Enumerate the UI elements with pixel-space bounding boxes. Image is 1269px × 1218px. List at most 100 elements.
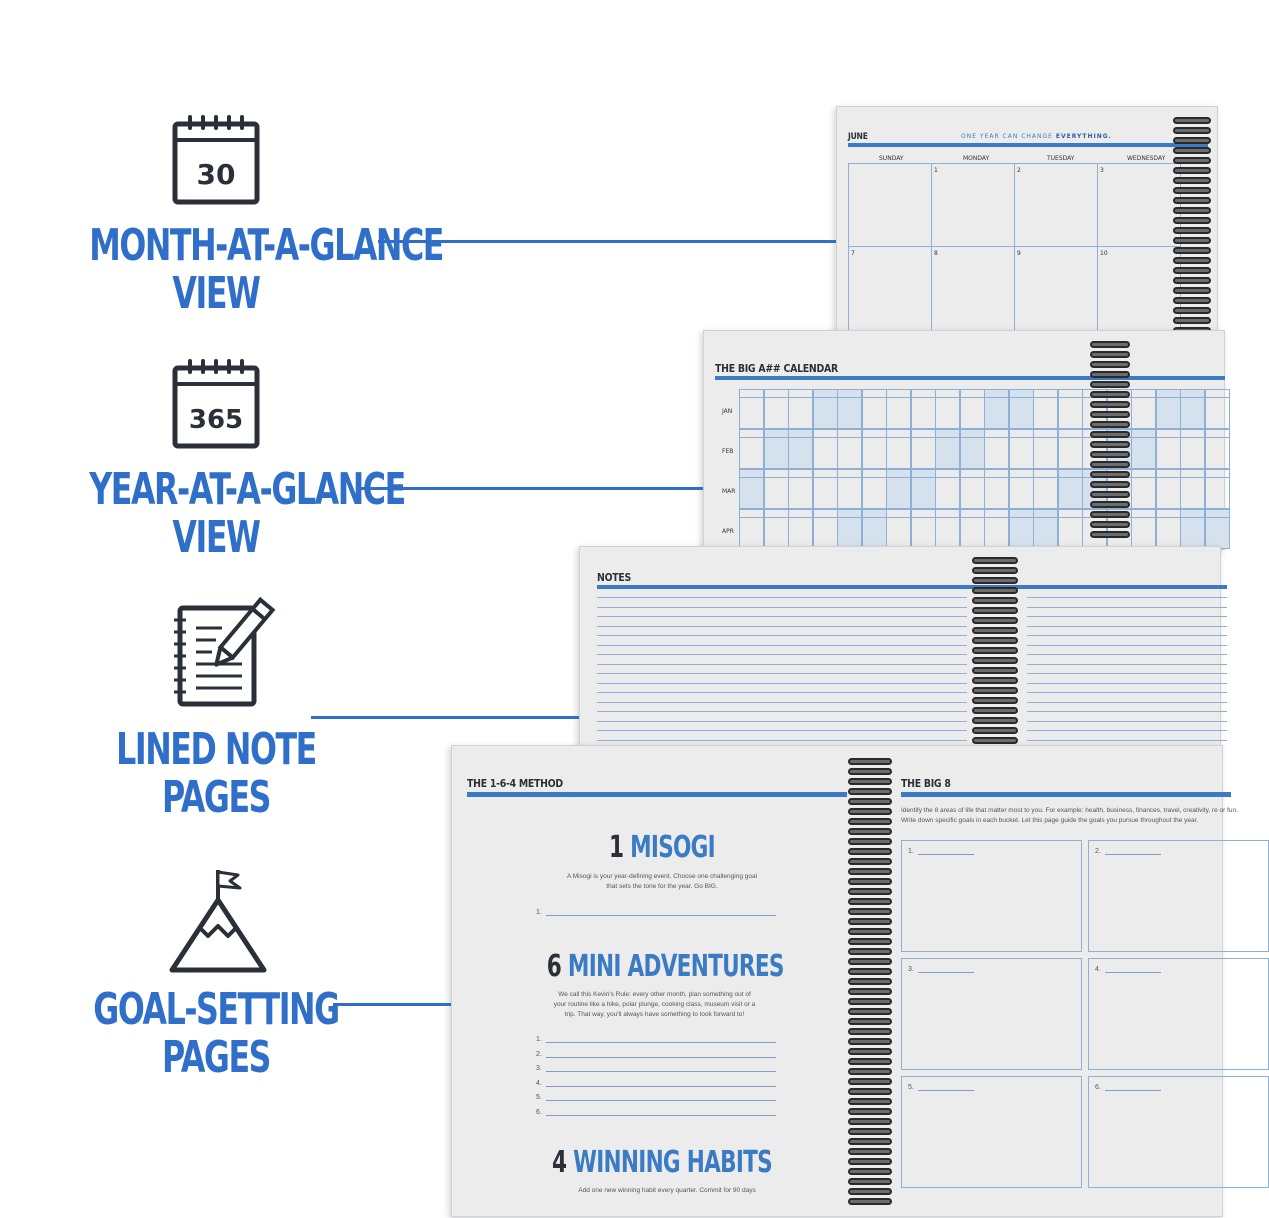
spiral-coil [1090, 351, 1130, 358]
year-day-cell [910, 469, 936, 509]
spiral-coil [848, 1048, 892, 1055]
month-cell [848, 163, 932, 247]
spiral-binding [1173, 117, 1213, 337]
spiral-coil [1173, 287, 1211, 294]
note-line [597, 711, 967, 712]
spiral-coil [848, 1138, 892, 1145]
year-day-cell [1180, 389, 1205, 429]
spiral-coil [1173, 277, 1211, 284]
spiral-coil [848, 1038, 892, 1045]
spiral-coil [848, 1068, 892, 1075]
note-line [1027, 654, 1227, 655]
spiral-coil [1173, 117, 1211, 124]
spiral-coil [972, 627, 1018, 634]
spiral-coil [848, 848, 892, 855]
note-line [1027, 692, 1227, 693]
spiral-coil [972, 697, 1018, 704]
note-line [1027, 739, 1227, 741]
spiral-coil [1173, 227, 1211, 234]
spiral-coil [1173, 257, 1211, 264]
spiral-coil [848, 828, 892, 835]
spiral-coil [848, 998, 892, 1005]
month-title: JUNE [848, 132, 868, 142]
big8-box-6 [1088, 1076, 1269, 1188]
spiral-coil [848, 818, 892, 825]
spiral-coil [1173, 187, 1211, 194]
note-line [1027, 720, 1227, 722]
spiral-coil [848, 948, 892, 955]
month-cell [1097, 163, 1181, 247]
date-number: 9 [1017, 250, 1021, 257]
big8-box-label: 4. [1095, 966, 1161, 973]
spiral-coil [972, 677, 1018, 684]
adventure-line: 3. [536, 1065, 776, 1072]
note-line [597, 682, 967, 684]
connector-notes [311, 716, 579, 719]
year-calendar-grid [739, 389, 1230, 549]
spiral-coil [848, 958, 892, 965]
adventure-line-number: 1. [536, 1036, 542, 1043]
note-line [1027, 644, 1227, 646]
big8-box-label: 1. [908, 848, 974, 855]
note-line [1027, 701, 1227, 703]
winning-habits-heading: 4 WINNING HABITS [551, 1145, 773, 1180]
spiral-coil [848, 1058, 892, 1065]
mountain-flag-icon [168, 866, 268, 979]
spiral-coil [848, 888, 892, 895]
spiral-coil [1173, 297, 1211, 304]
spiral-coil [848, 768, 892, 775]
note-line [597, 730, 967, 731]
spiral-coil [1173, 197, 1211, 204]
spiral-coil [1090, 451, 1130, 458]
spiral-coil [1090, 441, 1130, 448]
spiral-coil [972, 567, 1018, 574]
note-line [597, 635, 967, 636]
spiral-coil [1173, 207, 1211, 214]
year-day-cell [1204, 429, 1230, 469]
month-label-feb: FEB [722, 448, 734, 455]
month-label-jan: JAN [722, 408, 733, 415]
spiral-coil [848, 1088, 892, 1095]
spiral-coil [848, 788, 892, 795]
calendar-365-text: 365 [189, 405, 243, 435]
note-line [1027, 711, 1227, 712]
year-row-header [739, 389, 1229, 398]
spiral-coil [972, 647, 1018, 654]
month-cell [931, 246, 1015, 336]
day-header-monday: MONDAY [963, 155, 990, 162]
spiral-coil [848, 1148, 892, 1155]
spiral-coil [848, 1108, 892, 1115]
calendar-30-icon: 30 [172, 114, 260, 211]
goal-setting-spread: THE 1-6-4 METHOD 1 MISOGI A Misogi is yo… [451, 745, 1269, 1218]
spiral-coil [1090, 501, 1130, 508]
note-line [1027, 663, 1227, 665]
spiral-coil [1090, 371, 1130, 378]
spiral-coil [1173, 307, 1211, 314]
spiral-coil [1173, 157, 1211, 164]
spiral-coil [848, 758, 892, 765]
spiral-coil [848, 908, 892, 915]
spiral-coil [848, 808, 892, 815]
spiral-coil [972, 597, 1018, 604]
month-cell [848, 246, 932, 336]
year-day-cell [1204, 509, 1230, 549]
month-at-a-glance-page: JUNE ONE YEAR CAN CHANGE EVERYTHING. SUN… [836, 106, 1218, 340]
note-lines [597, 597, 1227, 747]
method-title: THE 1-6-4 METHOD [467, 777, 563, 790]
spiral-binding [848, 758, 894, 1218]
adventure-line-number: 4. [536, 1079, 542, 1087]
spiral-binding [972, 557, 1020, 749]
note-line [597, 692, 967, 693]
adventure-line-number: 2. [536, 1050, 542, 1058]
spiral-coil [972, 617, 1018, 624]
year-row-header [739, 429, 1229, 438]
date-number: 8 [934, 250, 938, 257]
spiral-coil [848, 778, 892, 785]
date-number: 1 [934, 167, 938, 174]
year-title: THE BIG A## CALENDAR [715, 362, 838, 375]
month-title-rule [848, 143, 1208, 147]
spiral-coil [848, 1098, 892, 1105]
spiral-coil [1090, 341, 1130, 348]
big8-box-4 [1088, 958, 1269, 1070]
spiral-coil [1090, 481, 1130, 488]
